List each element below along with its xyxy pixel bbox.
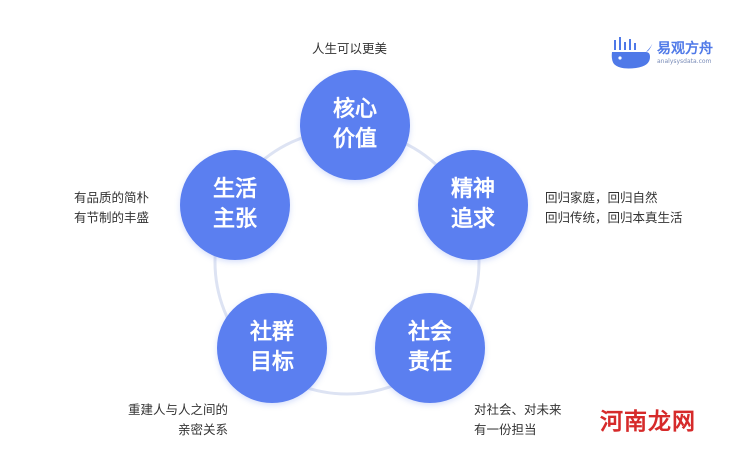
node-label-line1: 社会 <box>407 320 452 345</box>
caption-line: 回归家庭，回归自然 <box>545 190 658 205</box>
watermark: 河南龙网 <box>600 409 696 435</box>
node-label-line1: 精神 <box>450 177 495 202</box>
caption-social-responsibility: 对社会、对未来 有一份担当 <box>474 400 562 440</box>
node-label-line1: 生活 <box>212 177 257 202</box>
node-label-line1: 社群 <box>249 320 294 345</box>
caption-line: 人生可以更美 <box>312 41 388 56</box>
node-spiritual-pursuit: 精神 追求 <box>418 150 528 260</box>
caption-line: 重建人与人之间的 <box>127 402 228 417</box>
caption-line: 回归传统，回归本真生活 <box>545 210 683 225</box>
brand-logo: 易观方舟 analysysdata.com <box>610 36 720 76</box>
node-label-line2: 价值 <box>332 127 377 152</box>
caption-life-proposition: 有品质的简朴 有节制的丰盛 <box>74 188 149 228</box>
caption-line: 有节制的丰盛 <box>74 210 150 225</box>
node-label-line1: 核心 <box>332 97 377 122</box>
node-core-value: 核心 价值 <box>300 70 410 180</box>
brand-domain: analysysdata.com <box>657 58 712 65</box>
whale-logo-icon <box>611 37 653 69</box>
caption-community-goal: 重建人与人之间的 亲密关系 <box>98 400 228 440</box>
node-label-line2: 主张 <box>212 207 257 232</box>
caption-line: 对社会、对未来 <box>474 402 562 417</box>
caption-spiritual-pursuit: 回归家庭，回归自然 回归传统，回归本真生活 <box>545 188 683 228</box>
node-label-line2: 追求 <box>450 207 495 232</box>
brand-name: 易观方舟 <box>657 41 713 57</box>
caption-line: 有一份担当 <box>474 422 537 437</box>
node-social-responsibility: 社会 责任 <box>375 293 485 403</box>
caption-line: 有品质的简朴 <box>74 190 150 205</box>
caption-line: 亲密关系 <box>177 422 228 437</box>
node-label-line2: 责任 <box>407 350 452 375</box>
caption-core-value: 人生可以更美 <box>312 39 387 59</box>
node-community-goal: 社群 目标 <box>217 293 327 403</box>
node-life-proposition: 生活 主张 <box>180 150 290 260</box>
node-label-line2: 目标 <box>249 350 294 375</box>
